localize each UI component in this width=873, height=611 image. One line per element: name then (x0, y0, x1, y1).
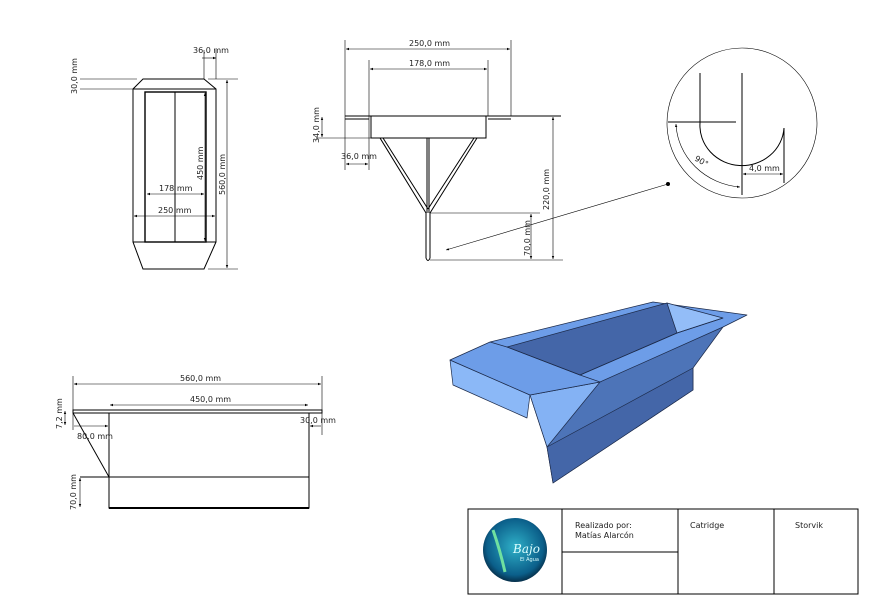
dim-length-total: 560,0 mm (218, 154, 227, 195)
dim-length-total: 560,0 mm (180, 374, 221, 383)
dim-end: 30,0 mm (300, 416, 336, 425)
dim-width-outer: 250,0 mm (409, 39, 450, 48)
dim-angle: 90° (693, 154, 710, 169)
detail-view: 90° 4,0 mm (666, 47, 818, 199)
author: Matías Alarcón (575, 530, 634, 540)
dim-length-inner: 450 mm (196, 146, 205, 180)
3d-model (449, 301, 748, 484)
dim-width-inner: 178 mm (159, 184, 193, 193)
dim-stem: 70,0 mm (523, 220, 532, 256)
dim-flange-width: 36,0 mm (341, 152, 377, 161)
title-block: Bajo El Agua Realizado por: Matías Alarc… (467, 508, 859, 595)
dim-offset: 80,0 mm (77, 432, 113, 441)
dim-length-inner: 450,0 mm (190, 395, 231, 404)
logo: Bajo El Agua (483, 518, 547, 582)
svg-text:Bajo: Bajo (512, 542, 540, 556)
dim-flange-height: 34,0 mm (312, 107, 321, 143)
project-name: Storvik (795, 521, 823, 530)
svg-text:El Agua: El Agua (520, 557, 539, 563)
dim-width-outer: 250 mm (158, 206, 192, 215)
dim-radius: 4,0 mm (749, 164, 780, 173)
dim-top: 30,0 mm (70, 58, 79, 94)
dim-flange-h: 7,2 mm (55, 398, 64, 429)
front-view: 250,0 mm 178,0 mm 34,0 mm 36,0 mm 220,0 … (312, 39, 670, 261)
side-view: 560,0 mm 450,0 mm 7,2 mm 80,0 mm 30,0 mm… (55, 374, 336, 510)
dim-bottom: 70,0 mm (69, 474, 78, 510)
dim-flange: 36,0 mm (193, 46, 229, 55)
dim-height-total: 220,0 mm (542, 169, 551, 210)
part-name: Catridge (690, 521, 724, 530)
top-view: 36,0 mm 30,0 mm 450 mm 560,0 mm 178 mm 2… (70, 46, 238, 270)
made-by-label: Realizado por: (575, 521, 632, 530)
dim-width-inner: 178,0 mm (409, 59, 450, 68)
